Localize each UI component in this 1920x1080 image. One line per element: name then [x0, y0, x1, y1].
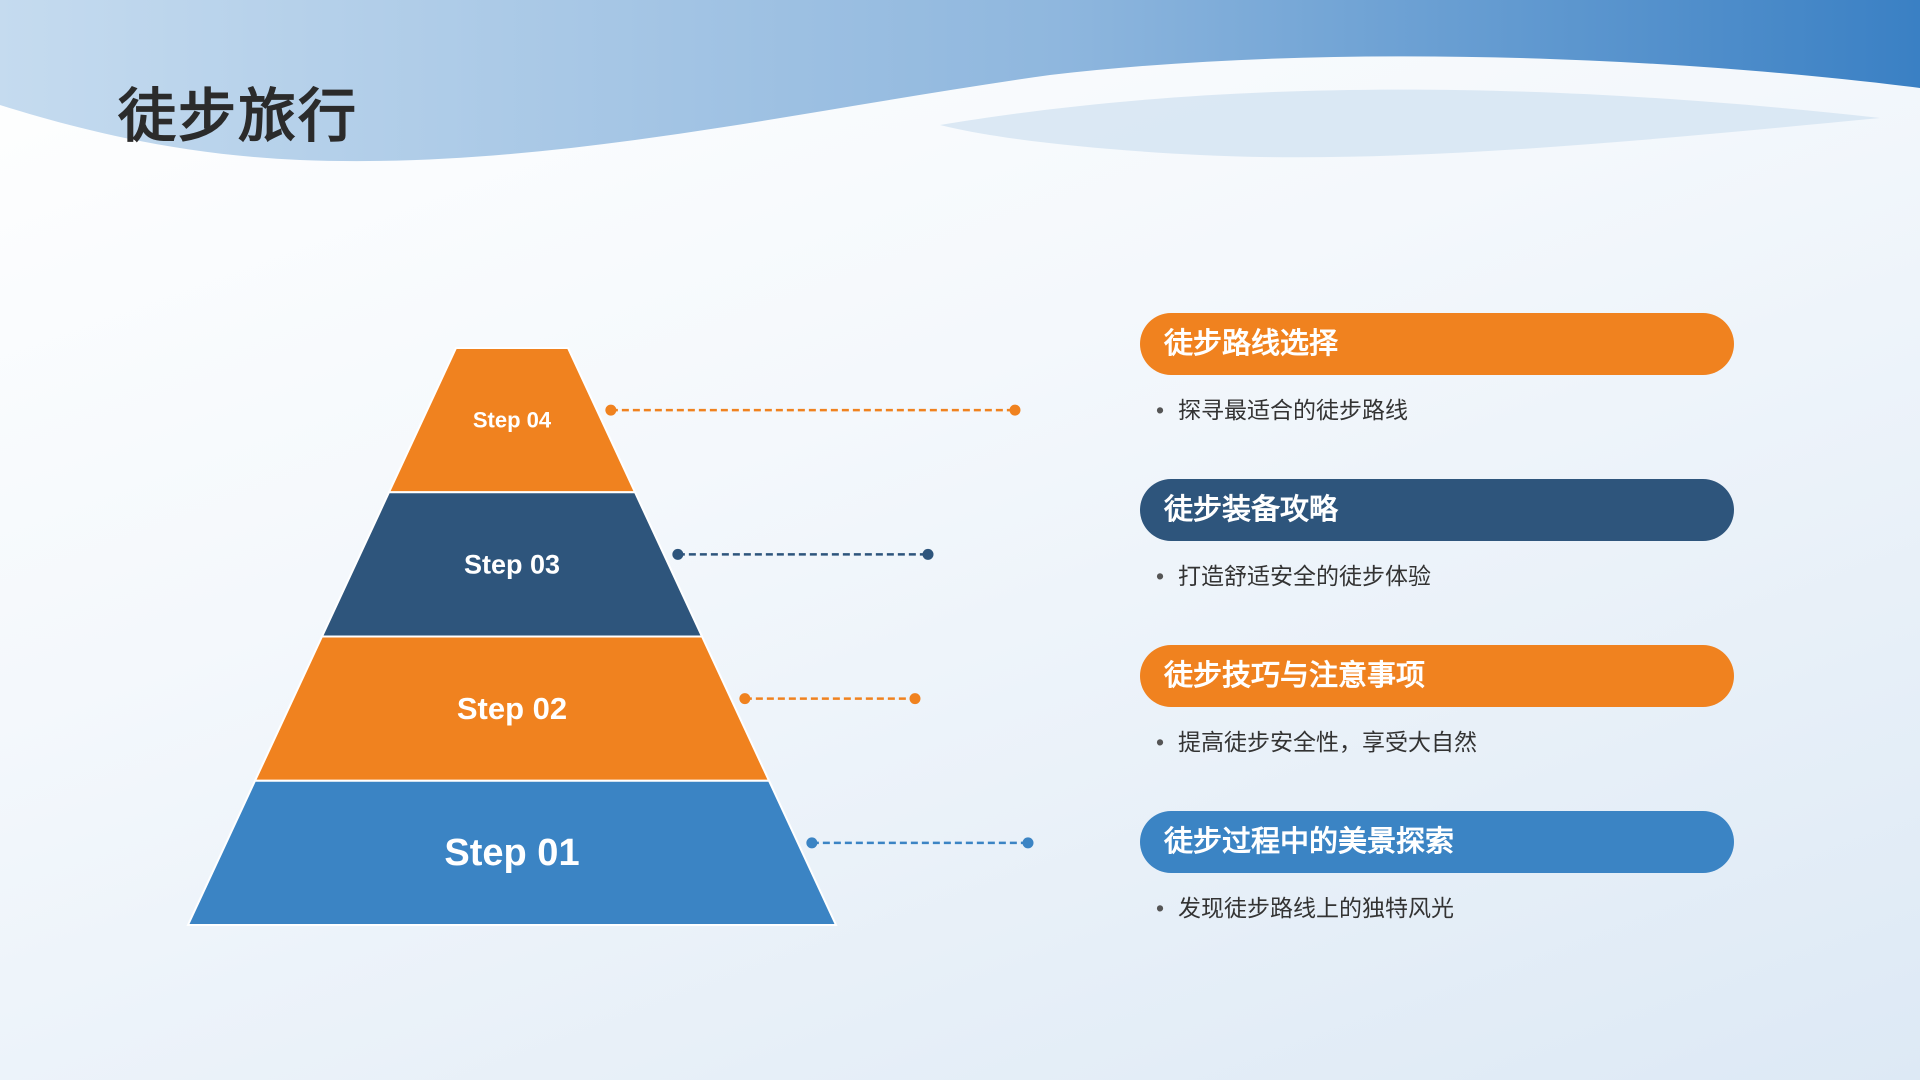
item-description-text: 打造舒适安全的徒步体验 [1178, 563, 1431, 589]
list-item-equipment: 徒步装备攻略 • 打造舒适安全的徒步体验 [1140, 479, 1734, 591]
list-item-route: 徒步路线选择 • 探寻最适合的徒步路线 [1140, 313, 1734, 425]
header-wave-highlight [940, 89, 1880, 158]
item-title-pill: 徒步技巧与注意事项 [1140, 645, 1734, 707]
step-label-step-02: Step 02 [457, 691, 567, 726]
list-item-tips: 徒步技巧与注意事项 • 提高徒步安全性，享受大自然 [1140, 645, 1734, 757]
item-description-text: 提高徒步安全性，享受大自然 [1178, 729, 1477, 755]
connector-dot-step-03-end [922, 548, 934, 560]
pyramid-layer-step-01 [186, 779, 838, 926]
step-label-step-04: Step 04 [473, 408, 552, 433]
list-item-scenery: 徒步过程中的美景探索 • 发现徒步路线上的独特风光 [1140, 811, 1734, 923]
connector-dot-step-04-end [1009, 404, 1021, 416]
bullet-icon: • [1156, 895, 1165, 921]
item-description-text: 探寻最适合的徒步路线 [1178, 397, 1408, 423]
item-description: • 发现徒步路线上的独特风光 [1140, 889, 1734, 923]
connector-dot-step-01-end [1022, 837, 1034, 849]
item-description: • 探寻最适合的徒步路线 [1140, 391, 1734, 425]
item-description-text: 发现徒步路线上的独特风光 [1178, 895, 1454, 921]
item-description: • 打造舒适安全的徒步体验 [1140, 557, 1734, 591]
item-title-pill: 徒步装备攻略 [1140, 479, 1734, 541]
item-title-pill: 徒步路线选择 [1140, 313, 1734, 375]
bullet-icon: • [1156, 397, 1165, 423]
bullet-icon: • [1156, 563, 1165, 589]
connector-dot-step-02-start [739, 693, 751, 705]
connector-dot-step-04-start [605, 404, 617, 416]
bullet-icon: • [1156, 729, 1165, 755]
connector-dot-step-01-start [806, 837, 818, 849]
item-title-pill: 徒步过程中的美景探索 [1140, 811, 1734, 873]
step-label-step-01: Step 01 [444, 832, 579, 874]
connector-dot-step-03-start [672, 548, 684, 560]
header-wave [0, 0, 1920, 162]
connector-dot-step-02-end [909, 693, 921, 705]
page-title: 徒步旅行 [118, 84, 359, 149]
item-description: • 提高徒步安全性，享受大自然 [1140, 723, 1734, 757]
step-label-step-03: Step 03 [464, 549, 560, 579]
